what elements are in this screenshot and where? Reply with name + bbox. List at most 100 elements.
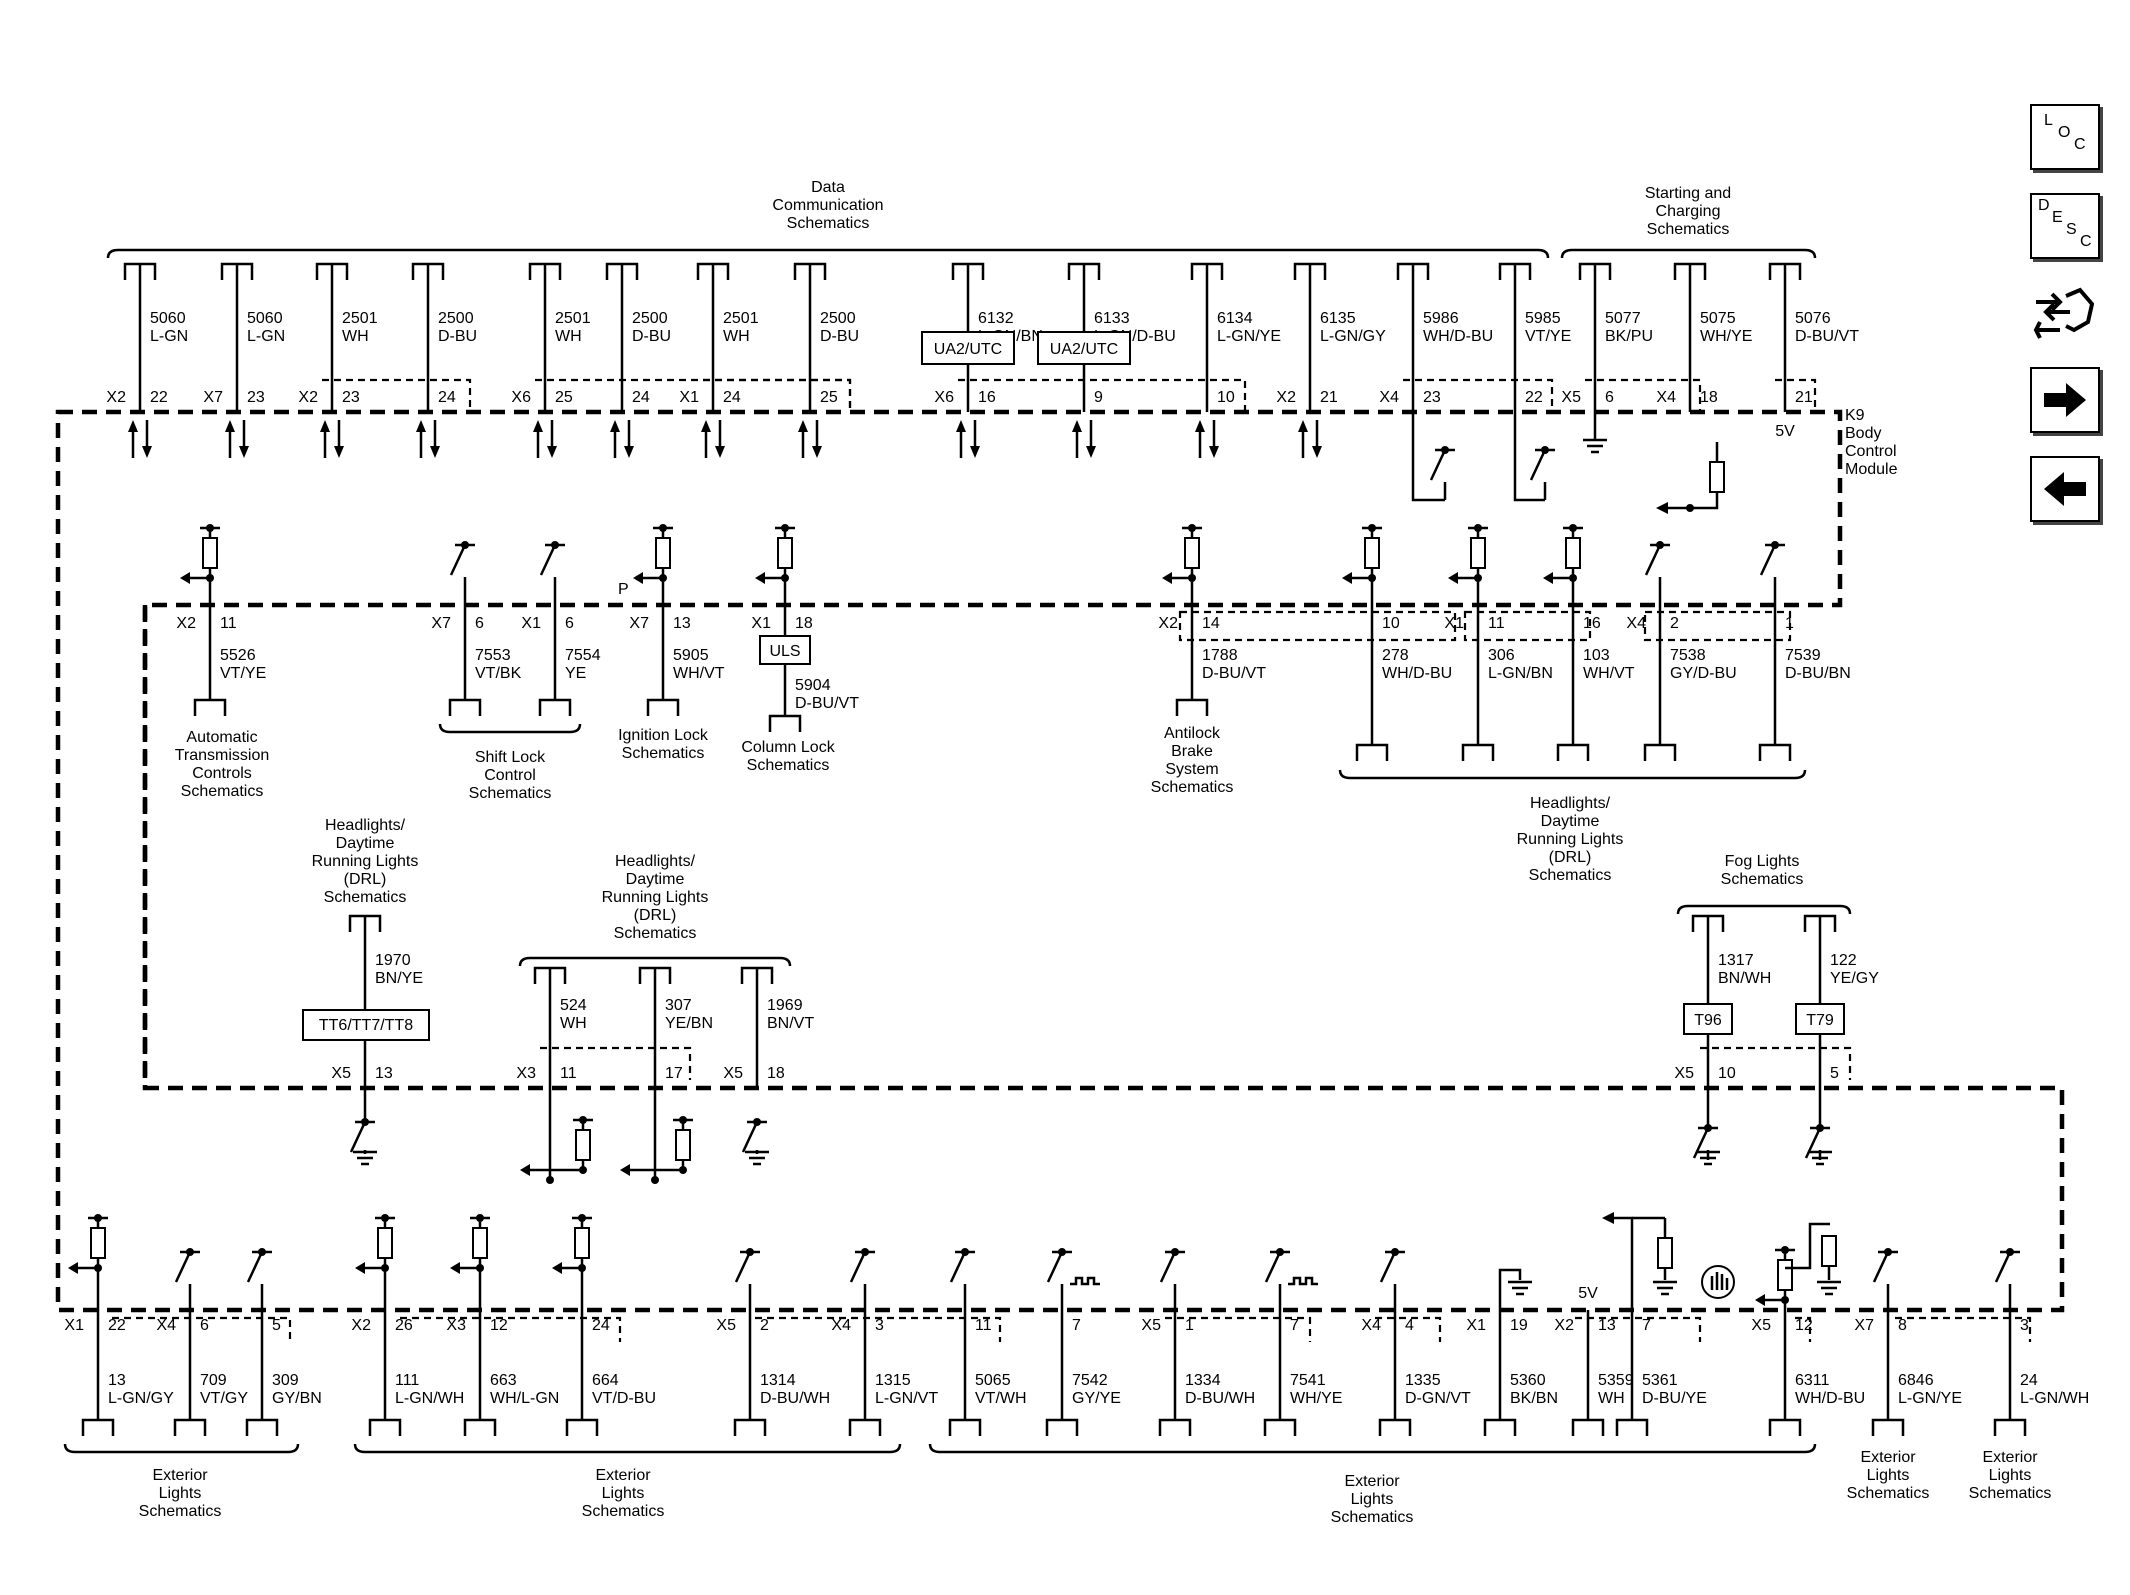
resistor bbox=[1184, 537, 1200, 569]
ground-symbol bbox=[1508, 1280, 1532, 1296]
connector-id: X4 bbox=[1361, 1317, 1381, 1334]
connector-id: X5 bbox=[1751, 1317, 1771, 1334]
pin-number: 23 bbox=[247, 389, 265, 406]
connector-id: X2 bbox=[1554, 1317, 1574, 1334]
ground-symbol bbox=[1808, 1150, 1832, 1166]
headlights-right-label: Headlights/ bbox=[1530, 795, 1611, 812]
connector-shell bbox=[400, 1316, 622, 1342]
previous-button[interactable] bbox=[2030, 456, 2100, 522]
starting-label: Starting and bbox=[1645, 185, 1731, 202]
switch-blade bbox=[1872, 1251, 1890, 1283]
hand-fingers bbox=[1710, 1272, 1729, 1290]
ext2-label: Schematics bbox=[582, 1503, 665, 1520]
wire-color: GY/YE bbox=[1072, 1390, 1121, 1407]
fog-label: Fog Lights bbox=[1725, 853, 1800, 870]
arrow-head bbox=[320, 420, 330, 432]
pin-number: 6 bbox=[565, 615, 574, 632]
arrow-head bbox=[715, 446, 725, 458]
wire-color: WH/VT bbox=[673, 665, 725, 682]
desc-letter-e: E bbox=[2052, 209, 2063, 226]
connector-id: X3 bbox=[516, 1065, 536, 1082]
pin-number: 24 bbox=[438, 389, 456, 406]
switch-blade bbox=[246, 1251, 264, 1283]
ext1-label: Lights bbox=[159, 1485, 202, 1502]
top-circuit: 2500 bbox=[820, 310, 856, 327]
circuit-number: 1314 bbox=[760, 1372, 796, 1389]
connector-id: X2 bbox=[176, 615, 196, 632]
connector-id: X5 bbox=[716, 1317, 736, 1334]
pin-number: 13 bbox=[673, 615, 691, 632]
connector-id: X4 bbox=[1626, 615, 1646, 632]
wire-path bbox=[1411, 412, 1445, 502]
wire-path bbox=[1665, 442, 1719, 510]
circuit-number: 7553 bbox=[475, 647, 511, 664]
pin-number: 13 bbox=[375, 1065, 393, 1082]
resistor bbox=[675, 1129, 691, 1161]
wire-color: L-GN/BN bbox=[1488, 665, 1553, 682]
loc-button[interactable]: L O C bbox=[2030, 104, 2100, 170]
ua2-utc-box bbox=[1037, 331, 1131, 365]
wire-color: WH/YE bbox=[1700, 328, 1752, 345]
connector-id: X7 bbox=[431, 615, 451, 632]
arrow-head bbox=[1298, 420, 1308, 432]
connector-shell bbox=[1795, 1316, 1812, 1342]
voltage-label: 5V bbox=[1578, 1285, 1598, 1302]
circuit-number: 709 bbox=[200, 1372, 227, 1389]
desc-letter-s: S bbox=[2066, 221, 2077, 238]
t96-label: T96 bbox=[1694, 1012, 1722, 1029]
fog-bracket bbox=[1676, 904, 1852, 915]
terminal bbox=[1045, 1418, 1079, 1436]
pin-number: 7 bbox=[1642, 1317, 1651, 1334]
ext1-label: Schematics bbox=[139, 1503, 222, 1520]
ext2-bracket bbox=[353, 1443, 902, 1454]
ignition-lock-label: Ignition Lock bbox=[618, 727, 709, 744]
circuit-number: 1334 bbox=[1185, 1372, 1221, 1389]
wire-color: L-GN/WH bbox=[2020, 1390, 2089, 1407]
terminal bbox=[368, 1418, 402, 1436]
arrow-head bbox=[701, 420, 711, 432]
circuit-number: 5526 bbox=[220, 647, 256, 664]
top-circuit: 5060 bbox=[150, 310, 186, 327]
connector-shell bbox=[1585, 378, 1702, 410]
pin-number: 18 bbox=[767, 1065, 785, 1082]
wire-color: VT/D-BU bbox=[592, 1390, 656, 1407]
connector-shell bbox=[1895, 1316, 2032, 1342]
wire-color: D-BU bbox=[632, 328, 671, 345]
headlights-mid-bracket bbox=[518, 956, 792, 967]
wire-color: BN/VT bbox=[767, 1015, 814, 1032]
switch-blade bbox=[1759, 544, 1777, 576]
pin-number: 5 bbox=[272, 1317, 281, 1334]
pin-number: 2 bbox=[760, 1317, 769, 1334]
terminal bbox=[463, 1418, 497, 1436]
connector-shell bbox=[1403, 378, 1554, 410]
connector-id: X5 bbox=[1561, 389, 1581, 406]
wire-color: WH bbox=[723, 328, 750, 345]
ext3-label: Exterior bbox=[1344, 1473, 1400, 1490]
pin-number: 16 bbox=[978, 389, 996, 406]
junction-dot bbox=[1686, 504, 1694, 512]
circuit-number: 122 bbox=[1830, 952, 1857, 969]
headlights-left-label: Schematics bbox=[324, 889, 407, 906]
desc-button[interactable]: D E S C bbox=[2030, 193, 2100, 259]
pin-number: 22 bbox=[150, 389, 168, 406]
tt-label: TT6/TT7/TT8 bbox=[319, 1017, 413, 1034]
wire-color: VT/YE bbox=[1525, 328, 1571, 345]
loc-letter-c: C bbox=[2074, 136, 2086, 153]
wire-color: WH bbox=[560, 1015, 587, 1032]
terminal bbox=[1355, 743, 1389, 761]
connector-id: X1 bbox=[64, 1317, 84, 1334]
circuit-number: 103 bbox=[1583, 647, 1610, 664]
connector-tool-button[interactable] bbox=[2030, 282, 2096, 344]
pin-number: 19 bbox=[1510, 1317, 1528, 1334]
switch-blade bbox=[734, 1251, 752, 1283]
circuit-number: 7542 bbox=[1072, 1372, 1108, 1389]
terminal bbox=[81, 1418, 115, 1436]
connector-shell bbox=[1575, 1316, 1702, 1342]
pin-number: 12 bbox=[490, 1317, 508, 1334]
next-button[interactable] bbox=[2030, 367, 2100, 433]
wire-path bbox=[1498, 1268, 1522, 1310]
wire-color: BK/BN bbox=[1510, 1390, 1558, 1407]
circuit-number: 1315 bbox=[875, 1372, 911, 1389]
switch-blade bbox=[741, 1121, 759, 1153]
headlights-right-label: Daytime bbox=[1541, 813, 1600, 830]
